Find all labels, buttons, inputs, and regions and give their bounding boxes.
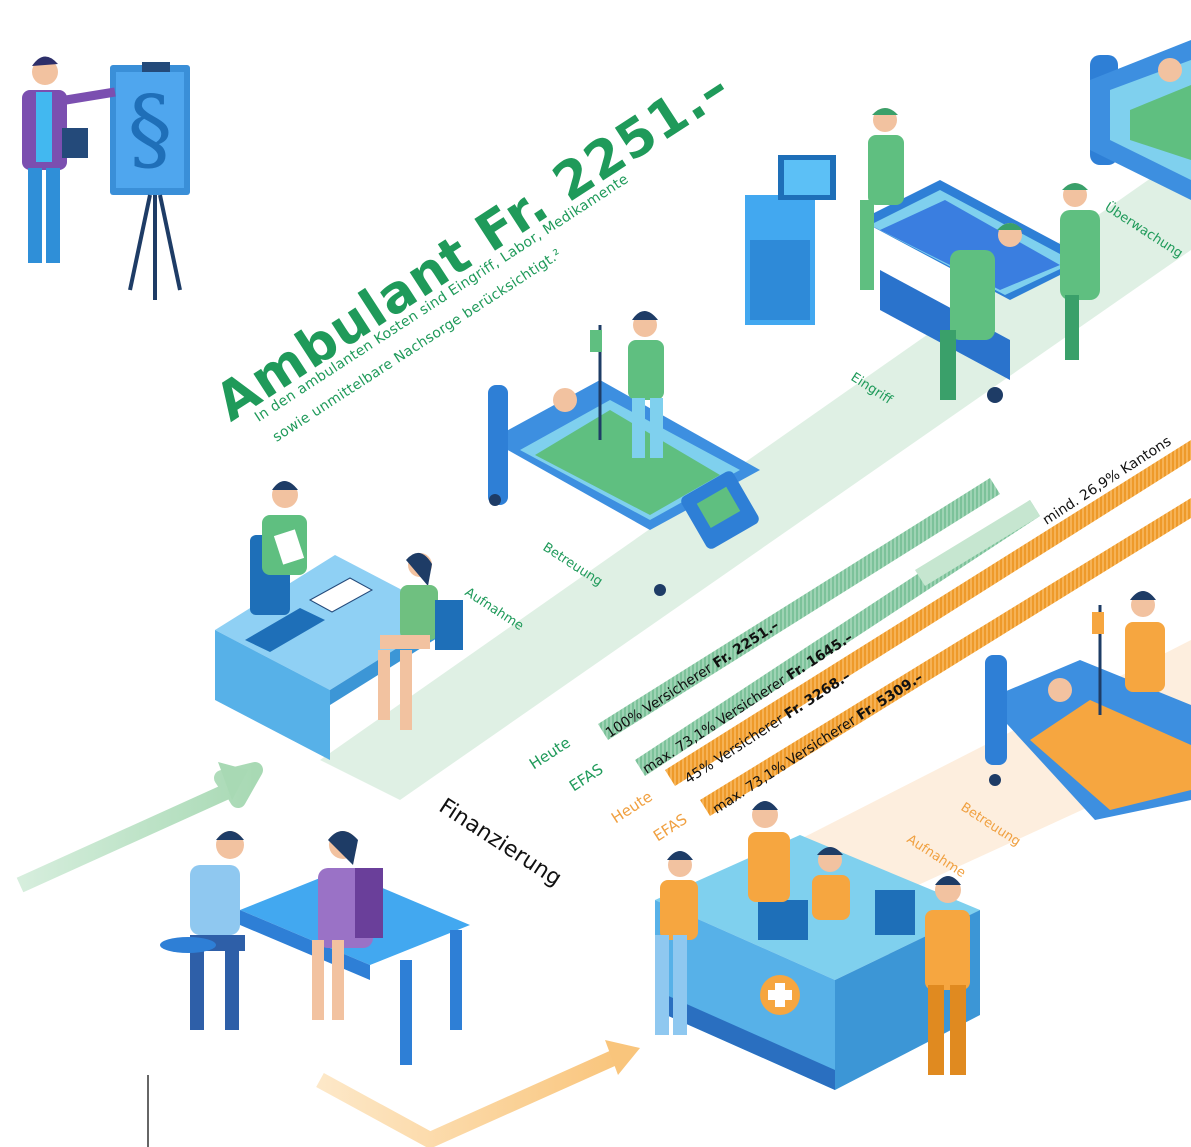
bar-green-today [598,478,1000,740]
presenter-figure: § [22,56,190,300]
orange-flow-arrow [316,1047,624,1147]
bar-green-canton [915,500,1040,586]
svg-text:§: § [128,77,173,182]
bar-orange-efas [700,498,1191,816]
reception-scene [655,801,980,1090]
bar-orange-today [665,440,1191,786]
surgery-scene [745,108,1100,403]
exam-scene [160,831,470,1065]
consultation-scene [215,481,463,760]
orange-bed-scene [985,591,1191,820]
monitoring-bed-scene [1090,40,1191,200]
care-bed-scene [488,311,760,596]
